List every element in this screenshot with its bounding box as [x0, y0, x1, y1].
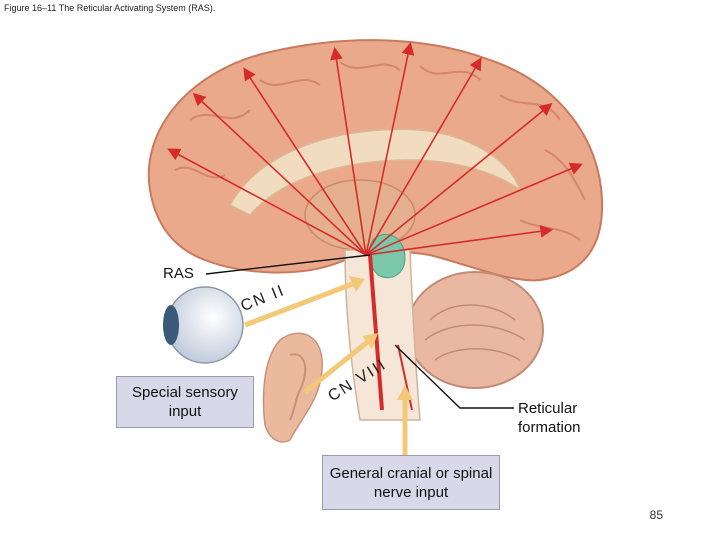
cn-ii-arrow	[244, 276, 365, 328]
projection-arrows	[167, 41, 583, 256]
iris	[163, 305, 179, 345]
reticular-leader	[394, 344, 514, 409]
general-input-arrow	[397, 385, 413, 455]
general-input-text: General cranial or spinal nerve input	[329, 464, 493, 501]
ras-leader	[205, 254, 371, 275]
special-sensory-box: Special sensory input	[116, 376, 254, 428]
reticular-line	[368, 254, 384, 411]
brainstem	[344, 249, 421, 421]
figure-caption: Figure 16–11 The Reticular Activating Sy…	[4, 3, 216, 13]
ras-label: RAS	[163, 265, 194, 282]
reticular-formation-label: Reticular formation	[518, 400, 581, 436]
special-sensory-text: Special sensory input	[132, 384, 238, 420]
general-input-box: General cranial or spinal nerve input	[322, 455, 500, 510]
cerebellum	[406, 271, 544, 389]
page-number: 85	[649, 508, 663, 522]
cn-viii-arrow	[303, 333, 378, 394]
cerebellum-folia	[424, 304, 526, 361]
ear	[262, 332, 323, 443]
